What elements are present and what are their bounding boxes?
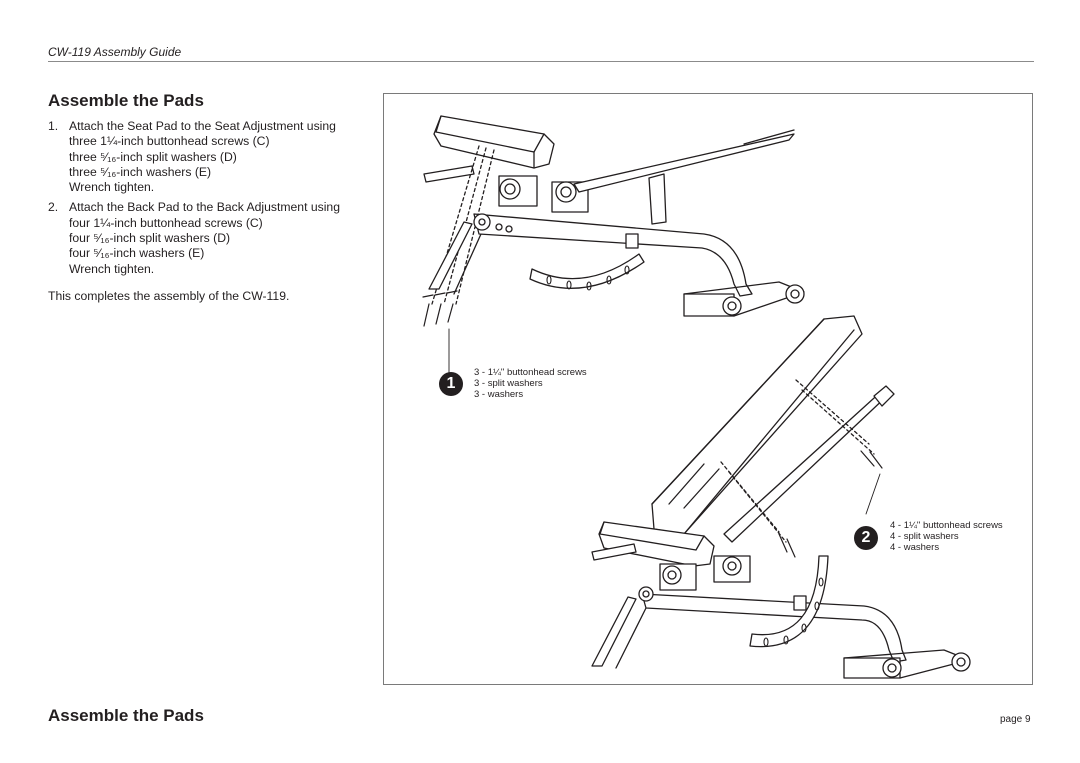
- bench-drawing-step-2: [591, 315, 971, 679]
- step-1-badge: 1: [439, 372, 463, 396]
- step-line: Attach the Back Pad to the Back Adjustme…: [69, 200, 340, 215]
- conclusion-text: This completes the assembly of the CW-11…: [48, 289, 290, 303]
- hardware-line: 4 - washers: [890, 542, 940, 553]
- hardware-line: 4 - 1¼" buttonhead screws: [890, 520, 1003, 531]
- step-line: Attach the Seat Pad to the Seat Adjustme…: [69, 119, 336, 133]
- bench-drawing-step-1: [422, 115, 805, 375]
- step-line: four 1¼-inch buttonhead screws (C): [69, 215, 263, 230]
- instruction-steps: 1. Attach the Seat Pad to the Seat Adjus…: [48, 119, 368, 282]
- bench-illustration: [422, 115, 971, 679]
- hardware-line: 3 - split washers: [474, 378, 543, 389]
- page-number: page 9: [1000, 714, 1031, 725]
- step-line: three ⁵⁄₁₆-inch split washers (D): [69, 149, 237, 164]
- section-title: Assemble the Pads: [48, 91, 204, 110]
- guide-header-title: CW-119 Assembly Guide: [48, 45, 182, 59]
- step-2-hardware-callout: 4 - 1¼" buttonhead screws 4 - split wash…: [890, 520, 1003, 553]
- step-2-badge: 2: [854, 526, 878, 550]
- header-divider: [48, 61, 1034, 62]
- step-1: 1. Attach the Seat Pad to the Seat Adjus…: [48, 119, 368, 195]
- hardware-line: 4 - split washers: [890, 531, 959, 542]
- step-line: three 1¼-inch buttonhead screws (C): [69, 134, 270, 149]
- step-line: Wrench tighten.: [69, 180, 155, 195]
- footer-title: Assemble the Pads: [48, 706, 204, 725]
- step-line: three ⁵⁄₁₆-inch washers (E): [69, 164, 212, 179]
- hardware-line: 3 - washers: [474, 389, 524, 400]
- step-line: four ⁵⁄₁₆-inch washers (E): [69, 246, 205, 261]
- step-line: four ⁵⁄₁₆-inch split washers (D): [69, 231, 231, 246]
- step-line: Wrench tighten.: [69, 261, 155, 276]
- hardware-line: 3 - 1¼" buttonhead screws: [474, 367, 587, 378]
- step-number: 2.: [48, 200, 59, 215]
- step-1-hardware-callout: 3 - 1¼" buttonhead screws 3 - split wash…: [474, 367, 587, 400]
- step-number: 1.: [48, 119, 59, 133]
- step-2: 2. Attach the Back Pad to the Back Adjus…: [48, 200, 368, 276]
- assembly-figure: 1 3 - 1¼" buttonhead screws 3 - split wa…: [383, 93, 1033, 685]
